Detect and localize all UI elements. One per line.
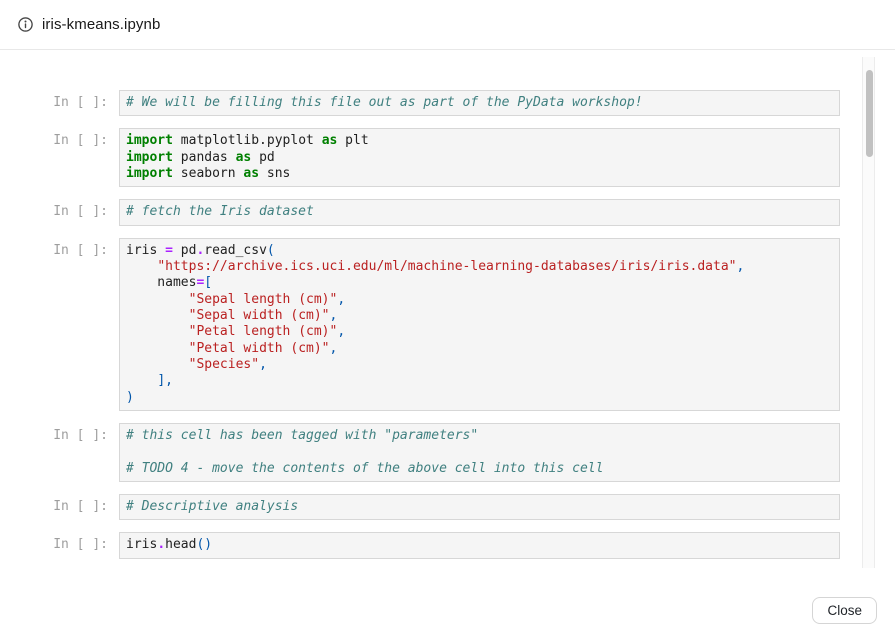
code-cell: # this cell has been tagged with "parame… [119, 422, 840, 482]
cell-prompt: In [ ]: [53, 537, 108, 553]
cell-prompt: In [ ]: [53, 95, 108, 110]
code-cell: iris = pd.read_csv( "https://archive.ics… [119, 237, 840, 411]
code-token: import [126, 149, 173, 165]
scrollbar-thumb[interactable] [866, 70, 873, 157]
notebook-cell: In [ ]: # We will be filling this file ou… [0, 90, 895, 117]
code-token: as [235, 149, 252, 165]
code-token: # fetch the Iris dataset [126, 204, 314, 220]
code-token: ) [126, 389, 134, 405]
code-token [126, 357, 189, 372]
cell-prompt: In [ ]: [53, 242, 108, 258]
code-token: # Descriptive analysis [126, 498, 299, 514]
code-token: iris [126, 537, 158, 553]
code-token: . [196, 242, 205, 258]
file-title: iris-kmeans.ipynb [42, 16, 161, 33]
code-token: as [243, 165, 260, 181]
notebook-cell: In [ ]: iris = pd.read_csv( "https://arch… [0, 237, 895, 411]
notebook-cell: In [ ]: iris.head() [0, 532, 895, 559]
cell-prompt: In [ ]: [53, 204, 108, 220]
code-token: . [157, 537, 166, 553]
code-token: "Petal width (cm)" [188, 340, 330, 356]
code-cell: # We will be filling this file out as pa… [119, 90, 840, 117]
code-token: [ [204, 275, 213, 291]
code-token: ], [157, 373, 173, 389]
cell-prompt: In [ ]: [53, 427, 108, 443]
code-token: , [329, 307, 338, 323]
code-cell: # fetch the Iris dataset [119, 199, 840, 226]
code-token: head [165, 537, 197, 553]
code-token: , [736, 258, 745, 274]
code-token: import [126, 165, 173, 181]
notebook-cell: In [ ]: # fetch the Iris dataset [0, 199, 895, 226]
close-button[interactable]: Close [812, 597, 877, 624]
code-token: read_csv [204, 242, 267, 258]
code-token: pd [172, 242, 197, 258]
scrollbar-track[interactable] [862, 57, 875, 568]
code-token [126, 324, 189, 339]
cell-prompt: In [ ]: [53, 133, 108, 149]
notebook-cell: In [ ]: # this cell has been tagged with … [0, 422, 895, 482]
code-token: "Petal length (cm)" [188, 324, 338, 340]
code-token: pd [251, 149, 275, 165]
info-icon [18, 17, 33, 32]
code-token: = [165, 242, 173, 258]
modal-header: iris-kmeans.ipynb [0, 0, 895, 50]
code-token: pandas [172, 149, 236, 165]
cell-prompt: In [ ]: [53, 498, 108, 514]
code-cell: import matplotlib.pyplot as plt import p… [119, 128, 840, 188]
code-token: "https://archive.ics.uci.edu/ml/machine-… [157, 258, 737, 274]
code-token: # We will be filling this file out as pa… [126, 95, 643, 110]
notebook-cells: In [ ]: # We will be filling this file ou… [0, 51, 895, 559]
code-token: "Sepal length (cm)" [188, 291, 338, 307]
notebook-cell: In [ ]: # Descriptive analysis [0, 493, 895, 521]
code-token [126, 308, 189, 323]
code-token: matplotlib.pyplot [172, 133, 322, 149]
notebook-viewport: In [ ]: # We will be filling this file ou… [0, 51, 895, 568]
code-token: "Species" [188, 356, 260, 372]
code-cell: # Descriptive analysis [119, 493, 840, 521]
code-token: iris [126, 242, 166, 258]
code-token [126, 292, 189, 307]
code-token: sns [259, 165, 291, 181]
code-token [126, 341, 189, 356]
code-token: # this cell has been tagged with "parame… [126, 427, 479, 443]
code-token: , [259, 356, 267, 372]
code-token: import [126, 133, 173, 149]
code-token: = [196, 275, 205, 291]
code-token: ( [266, 242, 275, 258]
code-token: "Sepal width (cm)" [188, 307, 330, 323]
code-token: () [196, 537, 213, 553]
code-token: , [337, 291, 346, 307]
code-token: , [329, 340, 338, 356]
code-token: names [126, 275, 197, 291]
code-token: plt [337, 133, 369, 149]
code-token [126, 373, 157, 388]
notebook-cell: In [ ]: import matplotlib.pyplot as plt i… [0, 128, 895, 188]
code-token: as [321, 133, 338, 149]
code-token: # TODO 4 - move the contents of the abov… [126, 460, 604, 476]
code-token: seaborn [172, 165, 244, 181]
code-token [126, 259, 157, 274]
code-token: , [337, 324, 346, 340]
code-cell: iris.head() [119, 532, 840, 559]
